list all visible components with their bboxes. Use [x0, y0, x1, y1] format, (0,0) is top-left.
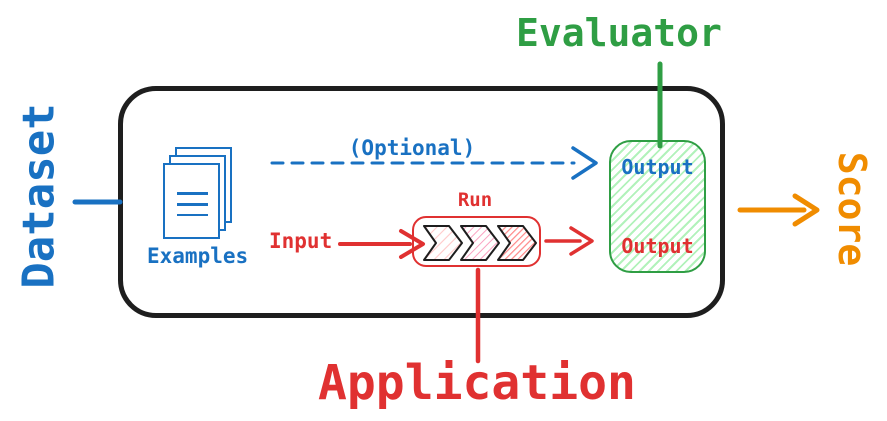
output-reference-label: Output [621, 155, 694, 179]
document-text-line [177, 192, 208, 195]
document-page-front [163, 163, 220, 239]
output-actual-label: Output [621, 234, 694, 258]
evaluator-output-box: Output Output [609, 140, 706, 273]
examples-label: Examples [147, 244, 249, 268]
evaluator-label: Evaluator [516, 11, 722, 55]
document-text-line [177, 203, 208, 206]
optional-label: (Optional) [348, 136, 476, 160]
dataset-label: Dataset [13, 103, 65, 289]
run-label: Run [457, 189, 493, 211]
run-box [412, 216, 541, 267]
document-text-line [177, 214, 208, 216]
score-label: Score [829, 151, 874, 267]
application-label: Application [318, 355, 636, 411]
input-label: Input [269, 229, 333, 253]
score-arrow [737, 193, 820, 227]
